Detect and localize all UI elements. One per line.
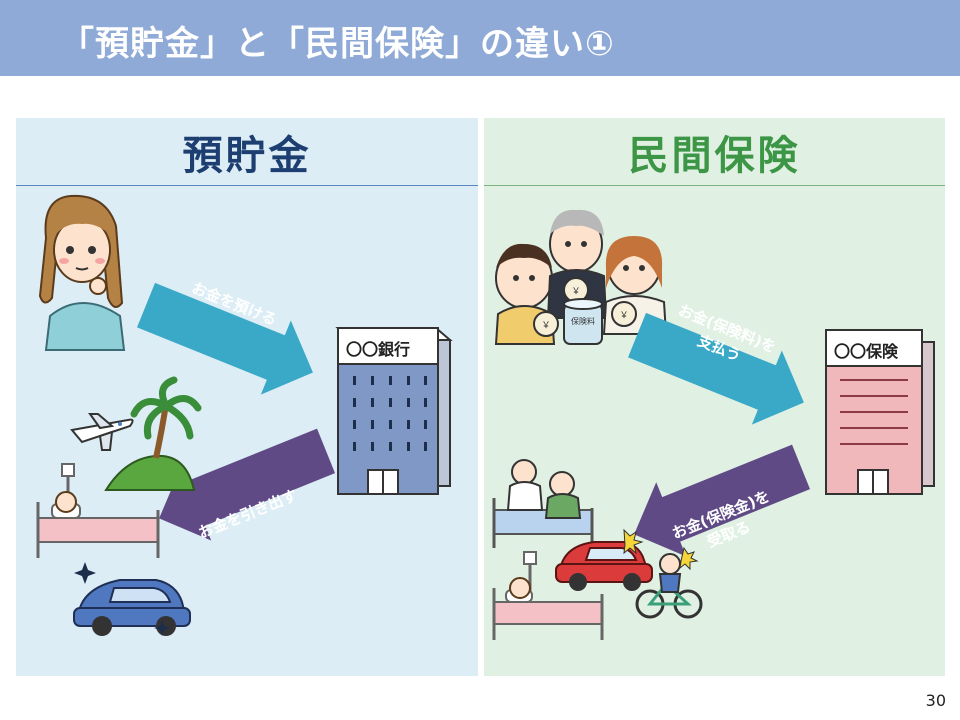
savings-panel: 預貯金 [16, 118, 478, 676]
jar-label: 保険料 [571, 317, 595, 326]
bank-label: 〇〇銀行 [346, 340, 411, 359]
money-bag-label-2: ￥ [571, 287, 581, 297]
family-icon [494, 209, 668, 345]
savings-illustration [36, 194, 453, 636]
insurance-heading: 民間保険 [484, 118, 945, 186]
page-title: 「預貯金」と「民間保険」の違い① [60, 24, 615, 64]
woman-icon [38, 194, 126, 351]
insurance-panel: 民間保険 [484, 118, 945, 676]
car-icon [73, 562, 191, 636]
savings-heading: 預貯金 [16, 118, 478, 186]
bank-building-icon [335, 327, 453, 495]
hospital-visit-icon [492, 459, 594, 548]
money-bag-label-1: ￥ [541, 321, 551, 331]
pay-arrow [628, 312, 804, 425]
deposit-arrow [137, 282, 313, 395]
withdraw-arrow [159, 428, 336, 541]
title-bar: 「預貯金」と「民間保険」の違い① [0, 0, 960, 76]
hospital-bed-icon [36, 463, 160, 558]
accident-car-icon [555, 528, 653, 591]
island-icon [104, 376, 202, 491]
insurance-illustration [492, 209, 935, 640]
insurer-building-icon [825, 329, 935, 495]
receive-arrow [634, 444, 811, 557]
money-bag-label-3: ￥ [619, 311, 629, 321]
bicycle-icon [635, 546, 703, 619]
page-number: 30 [925, 691, 946, 710]
sick-bed-icon [492, 551, 604, 640]
insurer-label: 〇〇保険 [834, 342, 899, 361]
airplane-icon [70, 413, 134, 451]
